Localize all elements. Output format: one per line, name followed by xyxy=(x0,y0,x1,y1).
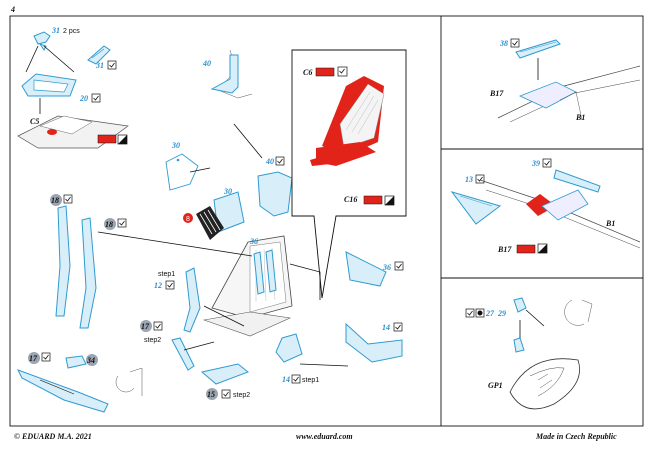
paint-box-14 xyxy=(393,322,403,332)
label-b17-side: B17 xyxy=(497,245,512,254)
paint-box-18b xyxy=(117,218,127,228)
label-39: 39 xyxy=(531,159,540,168)
label-36b: 36 xyxy=(382,263,391,272)
label-38: 38 xyxy=(499,39,508,48)
part-29-clip xyxy=(513,297,593,353)
part-12-strap xyxy=(183,267,201,333)
badge-17 xyxy=(140,320,152,332)
ejection-seat xyxy=(202,235,293,337)
part-18-strap-a xyxy=(55,205,71,317)
paint-box-15 xyxy=(221,389,231,399)
paint-box-39 xyxy=(542,158,552,168)
paint-box-17b xyxy=(41,352,51,362)
label-31: 31 xyxy=(51,26,60,35)
badge-34 xyxy=(86,354,98,366)
fuselage-side-view xyxy=(479,179,641,249)
part-14-bracket xyxy=(275,333,303,363)
paint-box-18 xyxy=(63,194,73,204)
label-14b: 14 xyxy=(282,375,290,384)
part-38-strip xyxy=(515,39,561,59)
label-18b: 18 xyxy=(105,220,113,229)
part-31-second xyxy=(87,45,111,65)
label-15-step: step2 xyxy=(233,392,250,399)
label-30: 30 xyxy=(171,141,180,150)
label-12: 12 xyxy=(154,281,162,290)
label-c16: C16 xyxy=(344,195,357,204)
badge-18 xyxy=(50,194,62,206)
part-31-bracket xyxy=(33,31,51,51)
label-31b: 31 xyxy=(95,61,104,70)
footer-copyright: © EDUARD M.A. 2021 xyxy=(14,432,92,441)
c6-seat-red xyxy=(310,76,385,166)
label-20: 20 xyxy=(79,94,88,103)
label-15: 15 xyxy=(207,390,215,399)
label-c5: C5 xyxy=(30,117,39,126)
label-17b: 17 xyxy=(29,354,38,363)
part-15-strap xyxy=(200,363,249,385)
page-number: 4 xyxy=(10,5,15,14)
badge-15 xyxy=(206,388,218,400)
label-17-step: step2 xyxy=(144,337,161,344)
part-34-buckle xyxy=(65,355,143,396)
paint-box-27 xyxy=(465,308,475,318)
label-18: 18 xyxy=(51,196,59,205)
fuselage-top-view xyxy=(497,65,641,123)
label-13: 13 xyxy=(465,175,473,184)
footer-website[interactable]: www.eduard.com xyxy=(296,432,353,441)
part-14-panel xyxy=(345,322,403,363)
label-27: 27 xyxy=(485,309,495,318)
label-b1-top: B1 xyxy=(575,113,585,122)
paint-box-40b xyxy=(275,156,285,166)
paint-box-31b xyxy=(107,60,117,70)
label-c6: C6 xyxy=(303,68,312,77)
page-border xyxy=(9,15,644,427)
paint-box-14b xyxy=(291,374,301,384)
seat-back-cushion xyxy=(196,206,224,240)
paint-box-17 xyxy=(153,321,163,331)
part-39-strip xyxy=(553,169,601,193)
label-31-qty: 2 pcs xyxy=(63,28,80,35)
part-36-head-panel xyxy=(345,251,387,287)
part-17-strap xyxy=(171,337,195,371)
paint-chip-red-c16 xyxy=(363,195,383,205)
part-13-panel xyxy=(450,191,502,225)
label-40: 40 xyxy=(202,59,211,68)
paint-chip-red-b17 xyxy=(516,244,536,254)
gp1-canopy-part xyxy=(509,358,580,410)
paint-box-12 xyxy=(165,280,175,290)
paint-box-38 xyxy=(510,38,520,48)
paint-box-36b xyxy=(394,261,404,271)
part-40b-side xyxy=(257,171,293,217)
paint-chip-red-c5 xyxy=(97,134,117,144)
footer-made-in: Made in Czech Republic xyxy=(536,432,617,441)
part-40-bracket xyxy=(210,49,253,99)
label-17: 17 xyxy=(141,322,150,331)
label-40b: 40 xyxy=(265,157,274,166)
label-34: 34 xyxy=(86,356,95,365)
label-gp1: GP1 xyxy=(488,381,503,390)
part-30-panel xyxy=(165,153,199,191)
paint-chip-red-c6 xyxy=(315,67,335,77)
label-14: 14 xyxy=(382,323,390,332)
label-36: 36 xyxy=(249,237,258,246)
part-20-frame xyxy=(21,73,77,97)
badge-17b xyxy=(28,352,40,364)
paint-box-20 xyxy=(91,93,101,103)
marker-8-label: 8 xyxy=(186,216,190,223)
label-29: 29 xyxy=(497,309,506,318)
paint-box-13 xyxy=(475,174,485,184)
red-marker-8 xyxy=(183,213,193,223)
label-30b: 30 xyxy=(223,187,232,196)
label-b1-side: B1 xyxy=(605,219,615,228)
part-18-strap-b xyxy=(79,217,97,329)
badge-18b xyxy=(104,218,116,230)
label-14b-step: step1 xyxy=(302,377,319,384)
label-b17-top: B17 xyxy=(489,89,504,98)
part-17b-harness xyxy=(16,369,109,413)
label-12-step: step1 xyxy=(158,271,175,278)
